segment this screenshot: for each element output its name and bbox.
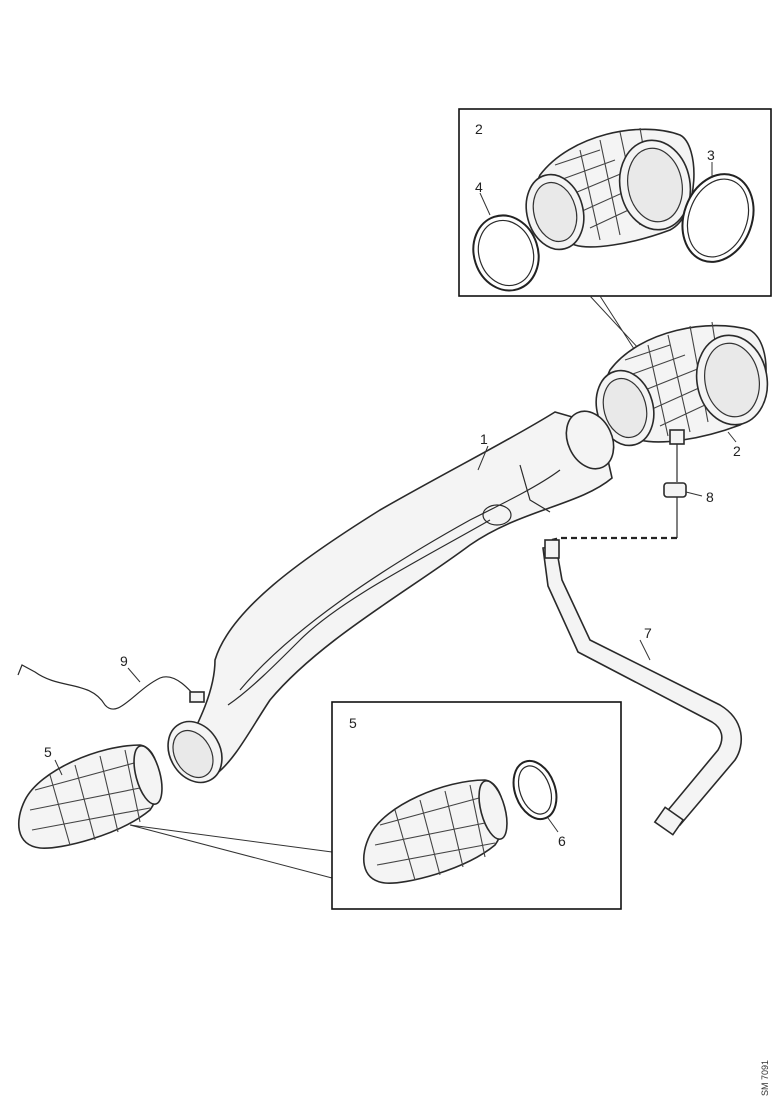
callout-6: 6: [558, 833, 566, 849]
clamp-ring-3: [681, 173, 755, 263]
intake-duct-1: 1: [167, 410, 615, 784]
callout-4: 4: [475, 179, 483, 195]
intake-duct-mount: [482, 504, 512, 526]
callout-3: 3: [707, 147, 715, 163]
clamp-ring-6-inner: [517, 765, 553, 815]
callout-1: 1: [480, 431, 488, 447]
bellows-port: [669, 429, 685, 445]
clamp-ring-3-inner: [686, 178, 750, 258]
callout-9: 9: [120, 653, 128, 669]
detail-box-screen: 5 6: [331, 701, 622, 910]
leader-2: [727, 431, 737, 443]
connector-8-body: [663, 482, 687, 498]
leader-box2-to-bellows: [589, 295, 641, 353]
dashed-connection-line: [551, 536, 677, 542]
sensor-wire-9: 9: [17, 653, 205, 710]
callout-5-box: 5: [349, 715, 357, 731]
leader-screen-to-box5: [129, 824, 333, 879]
intake-duct-contour-2: [227, 519, 491, 706]
leader-9: [127, 667, 141, 683]
bellows-right-bore-detail: [627, 147, 683, 223]
sensor-wire-cable: [17, 664, 201, 710]
leader-4: [479, 192, 491, 216]
intake-screen-body: [18, 744, 160, 849]
bellows-left-bore-detail: [532, 181, 578, 243]
intake-duct-outlet-flange: [565, 410, 615, 470]
callout-2: 2: [733, 443, 741, 459]
breather-hose-7: 7: [542, 539, 742, 836]
reference-code-text: SM 7091: [760, 1060, 770, 1096]
intake-duct-contour-1: [239, 469, 561, 691]
callout-5-left: 5: [44, 744, 52, 760]
leader-5-left: [54, 759, 63, 776]
leader-8: [685, 491, 703, 497]
intake-screen-grid: [29, 749, 156, 846]
clamp-ring-6: [512, 759, 558, 821]
screen-detail-grid: [374, 784, 501, 881]
intake-screen-5: 5: [18, 744, 163, 849]
callout-7: 7: [644, 625, 652, 641]
intake-duct-inlet-bore: [172, 729, 214, 779]
intake-duct-bracket: [519, 464, 551, 513]
clamp-ring-4-inner: [477, 219, 535, 287]
bellows-assembled: 2: [595, 321, 769, 459]
callout-8: 8: [706, 489, 714, 505]
bellows-left-bore: [602, 377, 648, 439]
breather-hose-top-end: [544, 539, 560, 559]
detail-box-bellows: 2 4 3: [458, 108, 772, 297]
leader-6: [547, 817, 559, 833]
clamp-ring-4: [472, 214, 540, 292]
breather-hose-body: [542, 545, 742, 827]
connector-8: 8: [663, 444, 714, 538]
leader-7: [639, 639, 651, 661]
bellows-right-bore: [704, 342, 760, 418]
intake-screen-collar: [133, 745, 163, 805]
leader-1: [477, 445, 489, 471]
callout-2-box: 2: [475, 121, 483, 137]
reference-code: SM 7091: [760, 1060, 770, 1096]
sensor-wire-connector: [189, 691, 205, 703]
screen-detail-body: [363, 779, 505, 884]
breather-hose-bottom-end: [653, 806, 685, 836]
screen-detail-collar: [478, 780, 508, 840]
